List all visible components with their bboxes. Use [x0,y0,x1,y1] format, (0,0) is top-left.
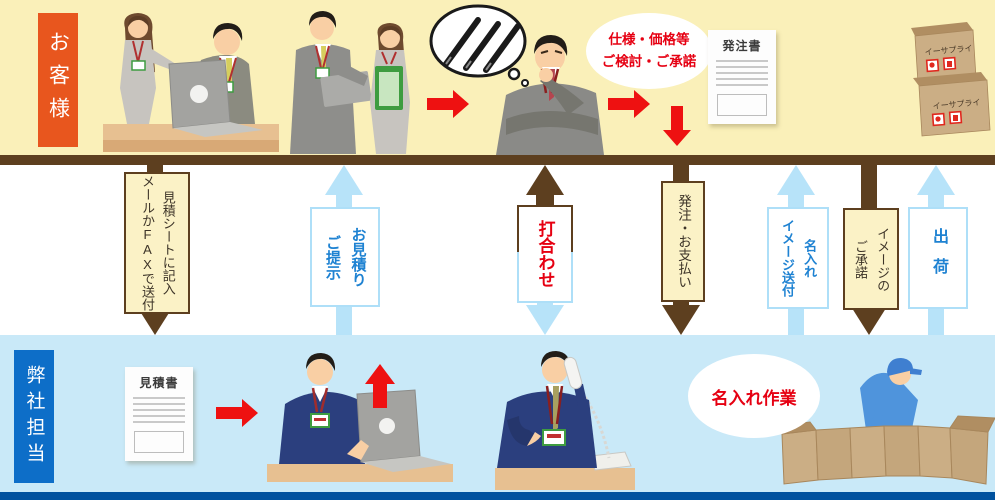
illustration-staff-on-phone [495,351,635,490]
bottom-border-bar [0,492,995,500]
order-form-title: 発注書 [722,39,762,53]
illustration-imprint-worker [780,358,995,485]
red-right-arrow-icon [427,90,469,118]
customer-lane-divider [0,155,995,165]
red-up-arrow-icon [365,364,395,408]
company-lane-label-text: 弊社担当 [23,364,45,469]
red-right-arrow-icon [608,90,650,118]
red-right-arrow-icon [216,399,258,427]
shipping-boxes-illustration: イーサプライ イーサプライ [911,22,991,137]
illustration-customer-thinking [496,35,604,155]
box-brand-label: イーサプライ [924,44,972,57]
flow-label-step3: 打合わせ [517,205,573,303]
customer-lane: お客様 [0,0,995,155]
thought-bubble-pens-icon [429,4,529,87]
company-lane: 弊社担当 見積書 [0,335,995,492]
review-annotation-text: 仕様・価格等 ご検討・ご承諾 [601,32,697,69]
naire-annotation-text: 名入れ作業 [711,388,797,408]
flow-label-step7: 出荷 [908,207,968,309]
illustration-staff-at-laptop [267,353,453,482]
flow-label-step6: イメージの ご承諾 [843,208,899,310]
flow-label-step4: 発注・お支払い [661,181,705,302]
flow-label-step5: 名入れ イメージ送付 [767,207,829,309]
order-form-document: 発注書 [708,30,776,124]
flow-label-step2: お見積り ご提示 [310,207,380,307]
company-lane-label: 弊社担当 [14,350,54,483]
customer-lane-label-text: お客様 [46,30,70,130]
box-brand-label: イーサプライ [932,98,980,111]
illustration-customers-reviewing [290,11,410,154]
illustration-customers-at-laptop [103,13,279,152]
quotation-document: 見積書 [125,367,193,461]
naire-area: 名入れ作業 [688,335,995,492]
flow-label-step1: 見積シートに記入 メールかFAXで送付 [124,172,190,314]
red-down-arrow-icon [663,106,691,146]
customer-lane-label: お客様 [38,13,78,147]
quotation-title: 見積書 [139,376,179,390]
naire-annotation-bubble: 名入れ作業 [688,354,820,438]
review-annotation-bubble: 仕様・価格等 ご検討・ご承諾 [586,13,712,89]
